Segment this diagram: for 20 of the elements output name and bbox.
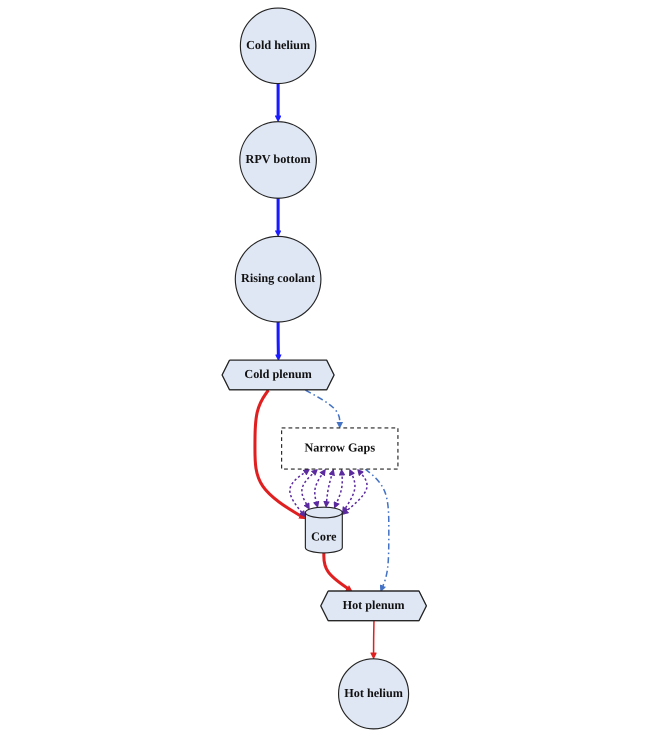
arrow [274, 84, 282, 122]
arrow [370, 621, 378, 660]
node-circle: Rising coolant [234, 236, 322, 323]
arrow [289, 468, 310, 518]
arrow [305, 390, 344, 428]
arrow [342, 469, 368, 515]
arrow [365, 468, 390, 592]
arrow [301, 469, 318, 510]
arrow [254, 389, 306, 520]
arrow [274, 198, 282, 237]
arrow [324, 469, 336, 508]
arrow [322, 552, 353, 592]
arrow [275, 322, 282, 361]
arrow [342, 469, 356, 514]
arrow [334, 469, 346, 508]
node-circle: Hot helium [338, 658, 410, 730]
node-circle: Cold helium [240, 8, 317, 84]
node-box: Narrow Gaps [281, 427, 399, 470]
node-circle: RPV bottom [239, 121, 318, 199]
arrow [313, 469, 326, 508]
